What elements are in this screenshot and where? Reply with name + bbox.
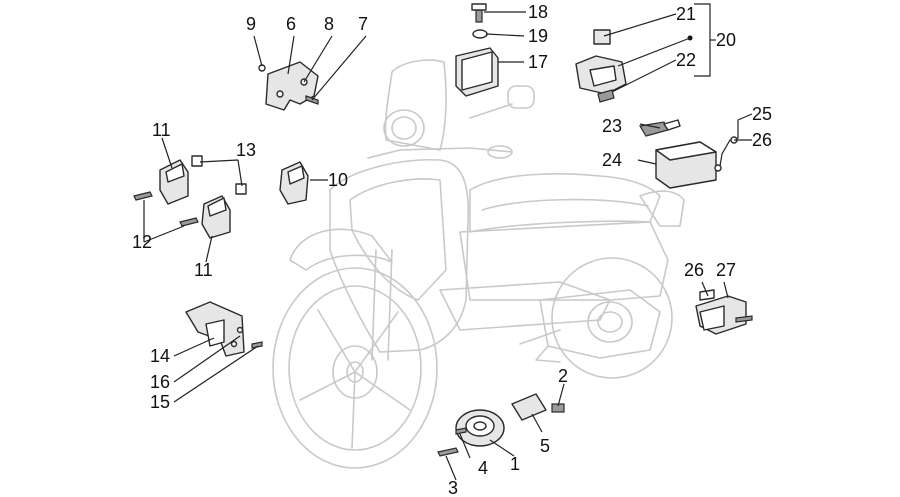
callout-labels: 9 6 8 7 18 19 17 21 20 22 23 24 25 26 10…: [132, 2, 772, 497]
label-15: 15: [150, 392, 170, 412]
label-25: 25: [752, 104, 772, 124]
label-21: 21: [676, 4, 696, 24]
label-12: 12: [132, 232, 152, 252]
label-10: 10: [328, 170, 348, 190]
label-7: 7: [358, 14, 368, 34]
label-9: 9: [246, 14, 256, 34]
label-27: 26: [684, 260, 704, 280]
label-22: 22: [676, 50, 696, 70]
label-5: 5: [540, 436, 550, 456]
unit-part: [159, 159, 189, 205]
label-8: 8: [324, 14, 334, 34]
label-28: 27: [716, 260, 736, 280]
label-16: 16: [150, 372, 170, 392]
label-18: 18: [528, 2, 548, 22]
label-11-top: 11: [152, 120, 171, 140]
label-14: 14: [150, 346, 170, 366]
label-20: 20: [716, 30, 736, 50]
scooter-outline: [272, 59, 685, 469]
leader-lines: [143, 3, 753, 481]
label-26: 26: [752, 130, 772, 150]
label-2: 2: [558, 366, 568, 386]
label-11-bottom: 11: [194, 260, 213, 280]
label-23: 23: [602, 116, 622, 136]
label-13: 13: [236, 140, 256, 160]
bracket-part: [265, 61, 319, 111]
label-4: 4: [478, 458, 488, 478]
label-3: 3: [448, 478, 458, 497]
label-24: 24: [602, 150, 622, 170]
fuse-part: [593, 29, 611, 45]
parts: [133, 3, 753, 457]
label-19: 19: [528, 26, 548, 46]
label-6: 6: [286, 14, 296, 34]
label-17: 17: [528, 52, 548, 72]
label-1: 1: [510, 454, 520, 474]
